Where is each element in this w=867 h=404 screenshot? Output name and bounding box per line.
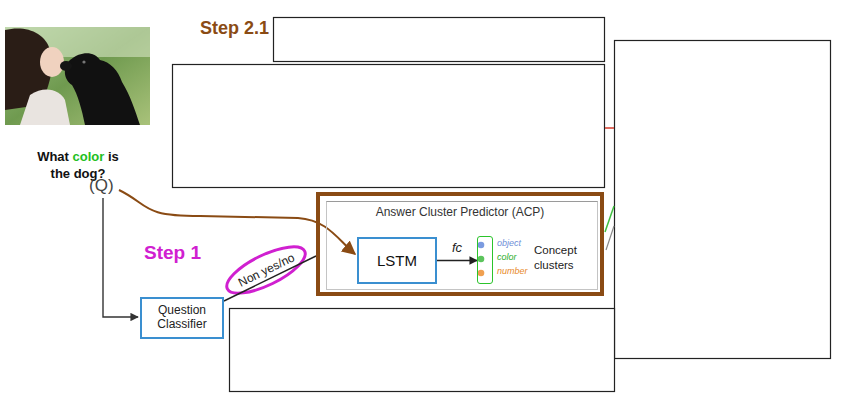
wire xyxy=(606,226,614,250)
girl-face xyxy=(40,47,64,77)
cluster-dot xyxy=(478,270,485,277)
box-label: Answer Cluster Predictor (ACP) xyxy=(320,205,600,219)
blank-box xyxy=(230,309,615,392)
cluster-label: color xyxy=(497,252,517,262)
box-label: Question Classifier xyxy=(147,304,217,332)
cluster-list: objectcolornumberConcept clusters xyxy=(477,236,493,284)
blank-box xyxy=(615,41,831,359)
edge-label: Non yes/no xyxy=(236,251,297,290)
dog-eye xyxy=(82,60,85,63)
step-title: Step 1 xyxy=(144,242,201,264)
box-label: LSTM xyxy=(377,252,417,269)
cluster-dot xyxy=(478,242,485,249)
question-wire xyxy=(103,198,138,317)
dog xyxy=(65,53,140,125)
process-box: LSTM xyxy=(357,237,437,284)
blank-box xyxy=(274,18,605,62)
cluster-label: number xyxy=(497,266,528,276)
cluster-label: object xyxy=(497,238,521,248)
photo xyxy=(5,27,150,125)
edge-label: fc xyxy=(452,240,462,255)
question-keyword: color xyxy=(73,149,105,164)
blank-box xyxy=(173,65,605,188)
question-word: What xyxy=(37,149,69,164)
wire xyxy=(605,206,614,232)
girl-shirt xyxy=(20,90,70,125)
question-tag: (Q) xyxy=(89,176,114,196)
highlight-ellipse xyxy=(221,238,311,303)
cluster-dot xyxy=(478,256,485,263)
photo-background xyxy=(5,27,150,125)
connector xyxy=(437,260,477,261)
process-box: Question Classifier xyxy=(140,297,224,339)
wire xyxy=(605,127,614,129)
dog-nose xyxy=(60,61,72,71)
step-title: Step 2.1 xyxy=(200,18,269,39)
blank-boxes xyxy=(173,18,831,392)
cluster-label: Concept clusters xyxy=(534,243,596,273)
